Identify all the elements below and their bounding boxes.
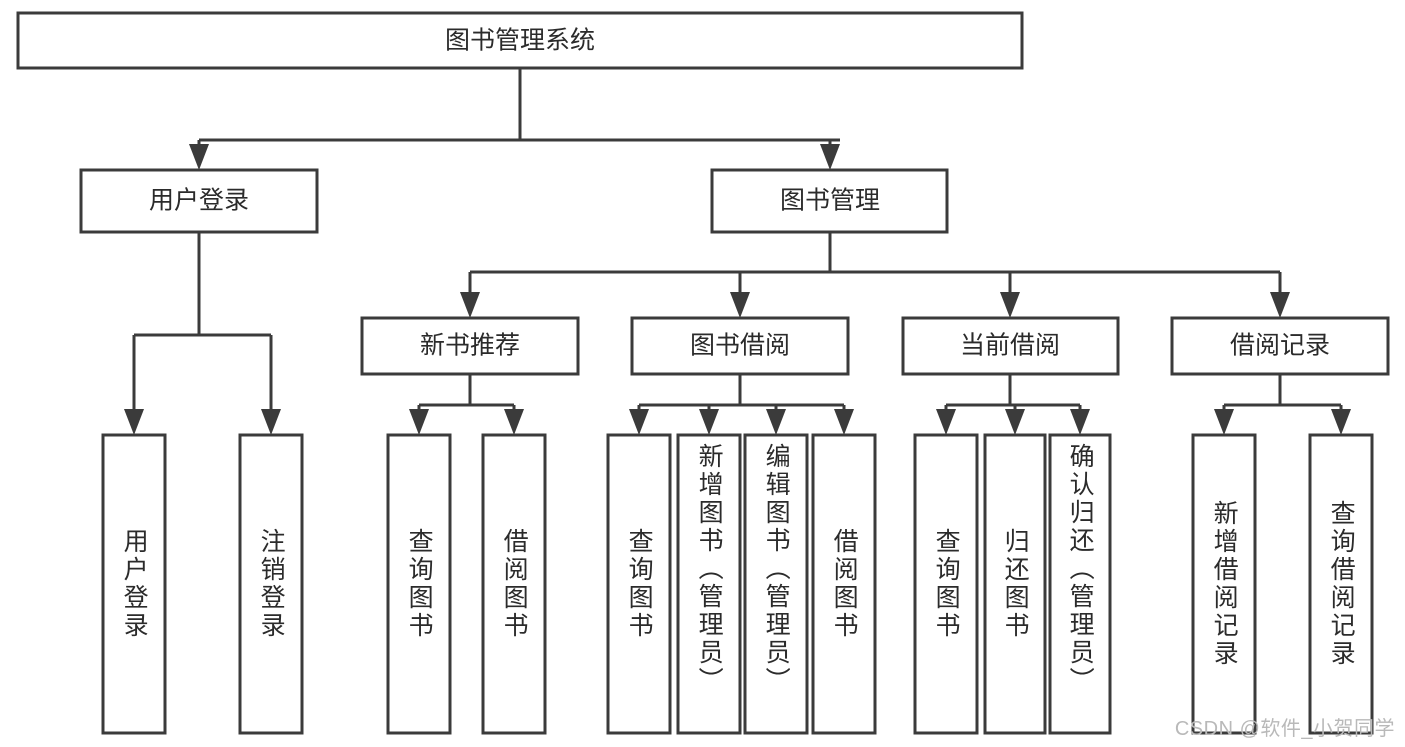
leaf-borrow-book-1-box[interactable] bbox=[481, 433, 547, 735]
arrow-head-leaf-return-book bbox=[1005, 409, 1025, 435]
node-root-box[interactable] bbox=[16, 11, 1024, 70]
node-book-borrow[interactable]: 图书借阅 bbox=[630, 316, 850, 376]
leaf-add-record-box[interactable] bbox=[1191, 433, 1257, 735]
arrow-head-new-book-rec bbox=[460, 292, 480, 318]
connector-group-current-borrow bbox=[936, 374, 1090, 435]
leaf-query-book-2-box[interactable] bbox=[606, 433, 672, 735]
node-book-manage-label: 图书管理 bbox=[780, 187, 880, 215]
node-book-borrow-box[interactable] bbox=[630, 316, 850, 376]
node-book-manage[interactable]: 图书管理 bbox=[710, 168, 949, 234]
node-new-book-rec[interactable]: 新书推荐 bbox=[360, 316, 580, 376]
leaf-add-book-box[interactable] bbox=[676, 433, 742, 735]
leaf-boxes bbox=[101, 433, 1374, 735]
arrow-head-leaf-user-logout bbox=[261, 409, 281, 435]
node-borrow-record[interactable]: 借阅记录 bbox=[1170, 316, 1390, 376]
node-user-login[interactable]: 用户登录 bbox=[79, 168, 319, 234]
arrow-head-user-login bbox=[189, 144, 209, 170]
leaf-borrow-book-2-box[interactable] bbox=[811, 433, 877, 735]
arrow-head-leaf-edit-book bbox=[766, 409, 786, 435]
arrow-head-leaf-borrow-book-2 bbox=[834, 409, 854, 435]
leaf-return-book-box[interactable] bbox=[983, 433, 1047, 735]
leaf-confirm-return-box[interactable] bbox=[1048, 433, 1112, 735]
connector-group-book-manage bbox=[460, 232, 1290, 318]
arrow-head-book-borrow bbox=[730, 292, 750, 318]
connector-group-root bbox=[189, 68, 840, 170]
node-new-book-rec-box[interactable] bbox=[360, 316, 580, 376]
node-current-borrow-label: 当前借阅 bbox=[960, 332, 1060, 360]
connector-group-user-login bbox=[124, 232, 281, 435]
arrow-head-leaf-borrow-book-1 bbox=[504, 409, 524, 435]
leaf-user-logout-box[interactable] bbox=[238, 433, 304, 735]
arrow-head-book-manage bbox=[820, 144, 840, 170]
leaf-edit-book-box[interactable] bbox=[743, 433, 809, 735]
node-current-borrow[interactable]: 当前借阅 bbox=[901, 316, 1120, 376]
node-current-borrow-box[interactable] bbox=[901, 316, 1120, 376]
node-user-login-box[interactable] bbox=[79, 168, 319, 234]
node-borrow-record-box[interactable] bbox=[1170, 316, 1390, 376]
node-root-label: 图书管理系统 bbox=[445, 27, 595, 55]
node-root[interactable]: 图书管理系统 bbox=[16, 11, 1024, 70]
arrow-head-leaf-query-book-2 bbox=[629, 409, 649, 435]
arrow-head-leaf-query-record bbox=[1331, 409, 1351, 435]
csdn-watermark: CSDN @软件_小贺同学 bbox=[1174, 718, 1395, 740]
node-book-manage-box[interactable] bbox=[710, 168, 949, 234]
connector-group-borrow-record bbox=[1214, 374, 1351, 435]
node-borrow-record-label: 借阅记录 bbox=[1230, 332, 1330, 360]
arrow-head-leaf-add-book bbox=[699, 409, 719, 435]
arrow-head-leaf-user-login bbox=[124, 409, 144, 435]
leaf-query-book-3-box[interactable] bbox=[913, 433, 979, 735]
arrow-head-leaf-query-book-3 bbox=[936, 409, 956, 435]
leaf-user-login-box[interactable] bbox=[101, 433, 167, 735]
arrow-head-leaf-confirm-return bbox=[1070, 409, 1090, 435]
arrow-head-borrow-record bbox=[1270, 292, 1290, 318]
leaf-query-book-1-box[interactable] bbox=[386, 433, 452, 735]
arrow-head-current-borrow bbox=[1000, 292, 1020, 318]
node-new-book-rec-label: 新书推荐 bbox=[420, 332, 520, 360]
connector-group-book-borrow bbox=[629, 374, 854, 435]
arrow-head-leaf-add-record bbox=[1214, 409, 1234, 435]
node-book-borrow-label: 图书借阅 bbox=[690, 332, 790, 360]
arrow-head-leaf-query-book-1 bbox=[409, 409, 429, 435]
connector-group-new-book-rec bbox=[409, 374, 524, 435]
node-user-login-label: 用户登录 bbox=[149, 187, 249, 215]
leaf-query-record-box[interactable] bbox=[1308, 433, 1374, 735]
